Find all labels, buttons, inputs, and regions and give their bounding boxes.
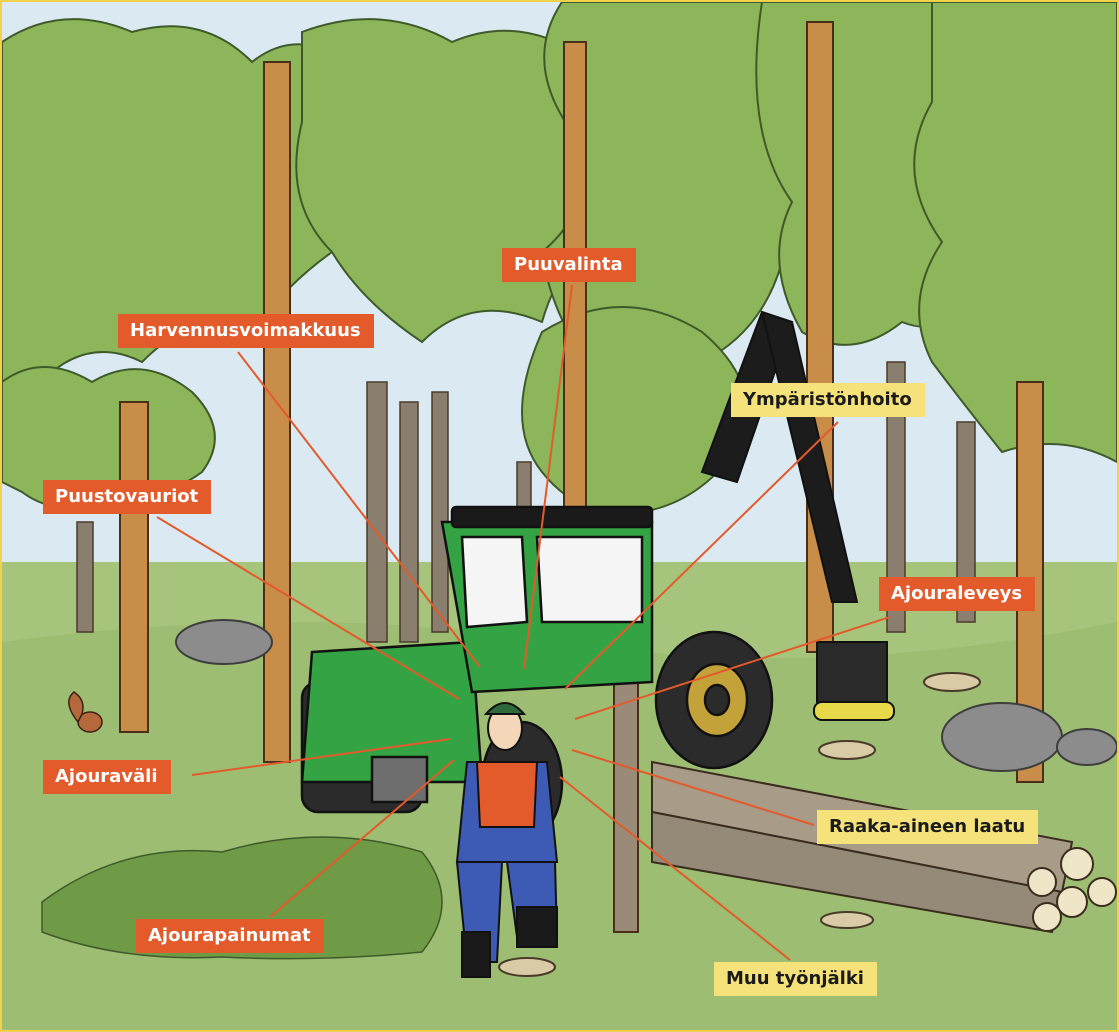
leader-line-ajouravali <box>191 738 451 776</box>
label-ajouraleveys: Ajouraleveys <box>879 577 1036 611</box>
label-puustovauriot: Puustovauriot <box>43 480 212 514</box>
label-harvennusvoimakkuus: Harvennusvoimakkuus <box>118 314 374 348</box>
label-muu-tyonjalki: Muu työnjälki <box>714 962 877 996</box>
leader-line-puustovauriot <box>156 516 460 700</box>
label-ymparistonhoito: Ympäristönhoito <box>731 383 925 417</box>
rocks <box>175 619 1117 772</box>
label-ajourapainumat: Ajourapainumat <box>136 919 324 953</box>
leader-line-ymparistonhoito <box>564 421 839 690</box>
leader-line-harvennusvoimakkuus <box>237 351 481 668</box>
leader-line-muu-tyonjalki <box>559 776 791 961</box>
leader-line-raaka-aineen-laatu <box>571 749 815 826</box>
label-ajouravali: Ajouraväli <box>43 760 171 794</box>
label-raaka-aineen-laatu: Raaka-aineen laatu <box>817 810 1039 844</box>
leader-line-ajourapainumat <box>269 759 455 918</box>
squirrel <box>68 691 103 733</box>
leader-lines <box>156 284 891 961</box>
stumps <box>498 672 981 977</box>
forest-worker <box>455 702 559 978</box>
leader-line-puuvalinta <box>523 284 573 670</box>
leader-line-ajouraleveys <box>574 616 891 720</box>
background-trunks <box>76 361 976 643</box>
label-puuvalinta: Puuvalinta <box>502 248 636 282</box>
